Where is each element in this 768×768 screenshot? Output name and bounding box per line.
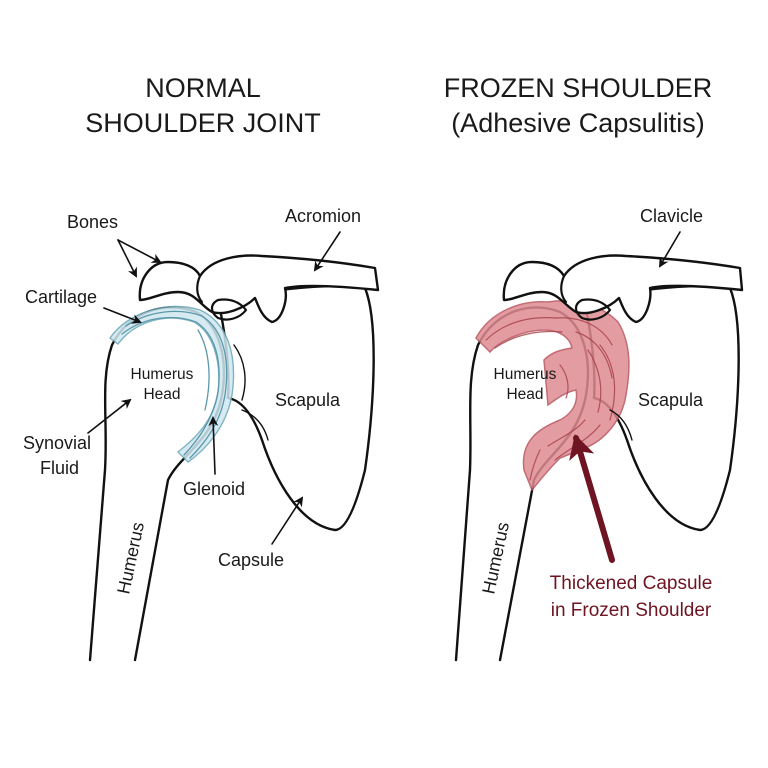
frozen-scapula-label: Scapula (638, 390, 704, 410)
frozen-clavicle-bone (502, 254, 744, 324)
normal-scapula-label: Scapula (275, 390, 341, 410)
bones-arrow-1 (117, 239, 162, 263)
normal-title-line1: NORMAL (145, 73, 261, 103)
frozen-thickened-label-2: in Frozen Shoulder (551, 600, 712, 621)
acromion-arrow (313, 231, 341, 272)
thickened-capsule-arrow (569, 434, 615, 563)
normal-glenoid-label: Glenoid (183, 479, 245, 499)
frozen-title-line2: (Adhesive Capsulitis) (451, 108, 705, 138)
cartilage-arrow (103, 307, 142, 324)
synovial-arrow (87, 398, 132, 434)
glenoid-arrow (208, 416, 219, 475)
normal-synovial-label-1: Synovial (23, 433, 91, 453)
frozen-clavicle-label: Clavicle (640, 206, 703, 226)
normal-capsule (109, 305, 235, 463)
normal-capsule-label: Capsule (218, 550, 284, 570)
frozen-title-line1: FROZEN SHOULDER (444, 73, 713, 103)
normal-title-line2: SHOULDER JOINT (85, 108, 321, 138)
frozen-humerus-head-label-2: Head (506, 386, 543, 403)
bones-arrow-2 (117, 239, 137, 278)
frozen-humerus-head-label-1: Humerus (494, 366, 557, 383)
normal-acromion-label: Acromion (285, 206, 361, 226)
normal-humerus-head-label-1: Humerus (131, 366, 194, 383)
clavicle-arrow (658, 231, 681, 268)
capsule-arrow (271, 496, 304, 545)
normal-acromion-bone (138, 254, 380, 324)
normal-humerus-head-label-2: Head (143, 386, 180, 403)
normal-bones-label: Bones (67, 212, 118, 232)
frozen-panel: FROZEN SHOULDER (Adhesive Capsulitis) Cl… (444, 73, 744, 662)
normal-panel: NORMAL SHOULDER JOINT Bones Acromion Car… (23, 73, 380, 662)
normal-synovial-label-2: Fluid (40, 458, 79, 478)
normal-cartilage-label: Cartilage (25, 287, 97, 307)
frozen-thickened-label-1: Thickened Capsule (550, 573, 713, 594)
